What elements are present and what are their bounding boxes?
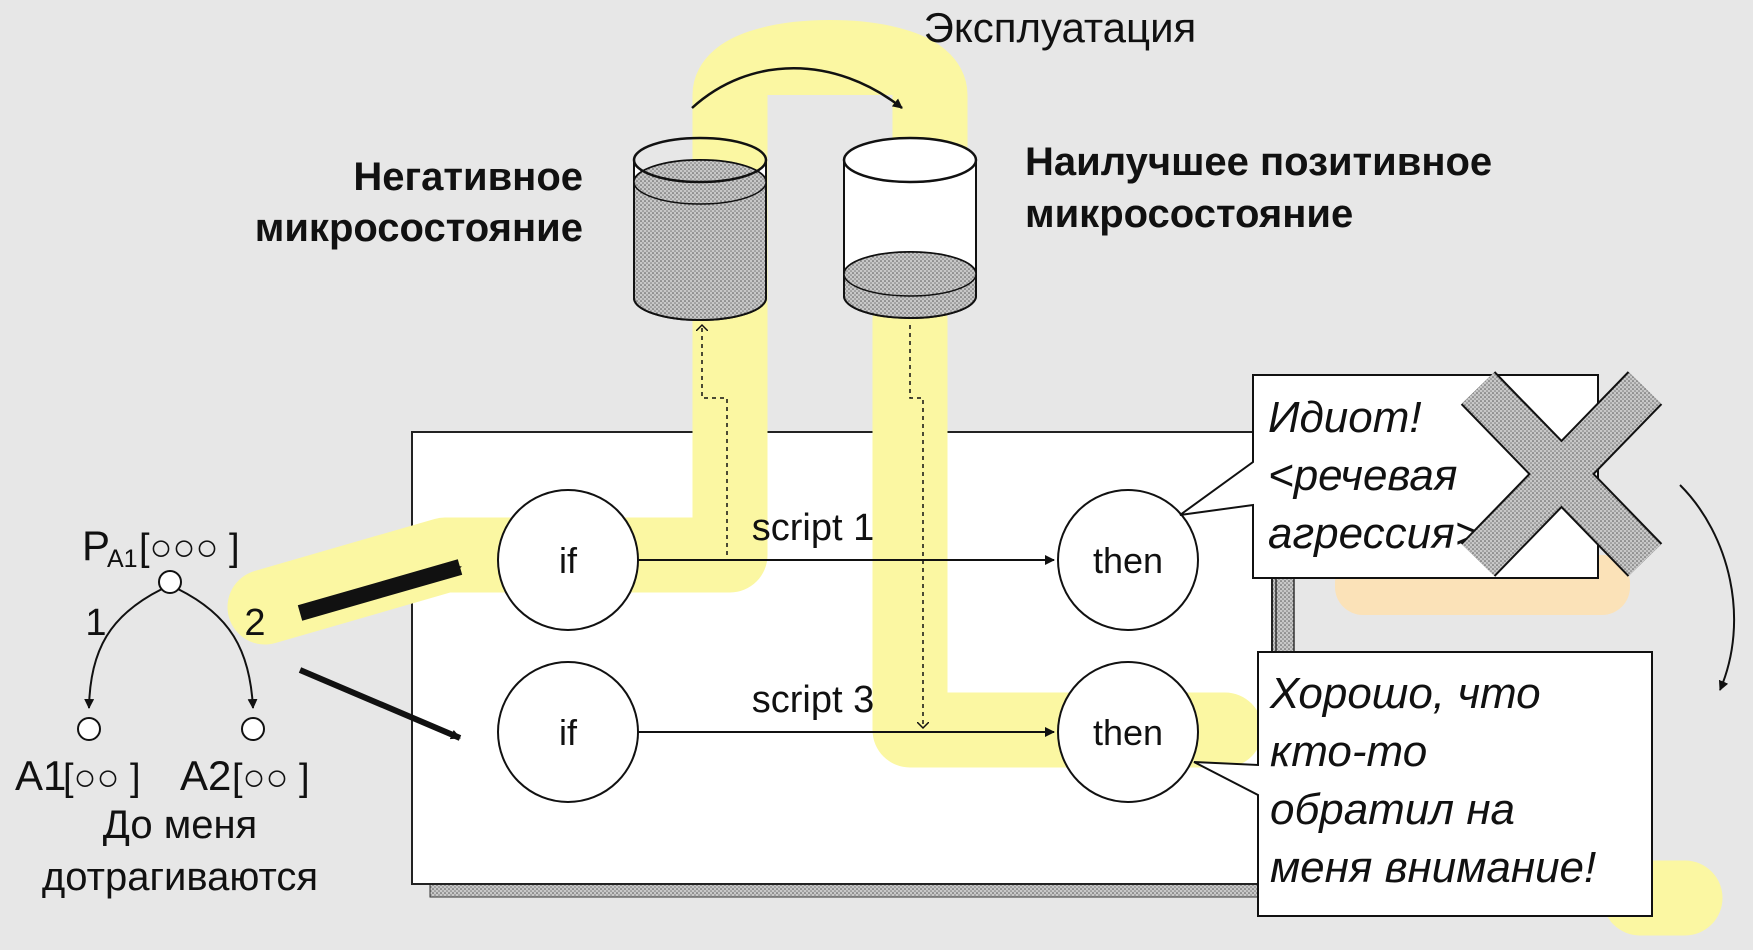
tree-branch-label-1: 1 (85, 602, 106, 644)
tree-leaf-2: A2 (180, 752, 231, 799)
negative-state-label-line1: Негативное (353, 155, 583, 199)
tree-branch-2 (177, 588, 258, 709)
negative-state-label-line2: микросостояние (255, 206, 583, 250)
exploitation-arc-arrow (691, 67, 903, 109)
tree-branch-label-2: 2 (244, 602, 265, 644)
aggression-line1: Идиот! (1268, 393, 1422, 442)
script-3: if script 3 then (497, 661, 1199, 803)
then-label-3: then (1093, 712, 1163, 753)
positive-state-label-line2: микросостояние (1025, 192, 1353, 236)
highlight-path-upper (227, 20, 968, 645)
tree-leaf-2-bracket: [○○ ] (232, 757, 310, 799)
then-node-1 (1057, 489, 1199, 631)
tree-caption-line1: До меня (103, 803, 257, 847)
positive-state-label-line1: Наилучшее позитивное (1025, 140, 1492, 184)
aggression-line2: <речевая (1268, 451, 1457, 500)
exploitation-label: Эксплуатация (924, 4, 1197, 51)
cross-out-icon (1460, 371, 1663, 577)
dotted-arrow-to-negative (702, 325, 728, 555)
tree-root-bracket: [○○○ ] (139, 527, 240, 569)
tree-leaf-1-bracket: [○○ ] (63, 757, 141, 799)
positive-line1: Хорошо, что (1269, 669, 1541, 718)
stimulus-tree: P A1 [○○○ ] 1 2 A1 [○○ ] A2 [○○ ] До мен… (15, 522, 318, 899)
script-1: if script 1 then (497, 489, 1199, 631)
script-1-label: script 1 (752, 507, 874, 549)
script-3-label: script 3 (752, 679, 874, 721)
tree-root-letter: P (82, 522, 110, 569)
negative-state-cylinder (632, 136, 768, 321)
positive-line4: меня внимание! (1270, 843, 1596, 892)
tree-leaf-1: A1 (15, 752, 66, 799)
tree-root-node (158, 570, 182, 594)
if-label-3: if (559, 712, 578, 753)
aggression-line3: агрессия> (1268, 509, 1480, 558)
transition-curve-arrow (1679, 484, 1736, 691)
speech-bubble-positive: Хорошо, что кто-то обратил на меня внима… (1193, 651, 1653, 917)
bubble-connector (1275, 574, 1295, 656)
then-label-1: then (1093, 540, 1163, 581)
tree-leaf-node-2 (241, 717, 265, 741)
arrow-to-script-3 (298, 667, 462, 741)
thick-arrow-to-script-1 (297, 559, 463, 621)
positive-line3: обратил на (1270, 785, 1515, 834)
then-node-3 (1057, 661, 1199, 803)
tree-caption-line2: дотрагиваются (42, 855, 318, 899)
positive-state-cylinder (842, 136, 978, 319)
positive-line2: кто-то (1270, 727, 1427, 776)
tree-branch-1 (84, 588, 163, 709)
tree-leaf-node-1 (77, 717, 101, 741)
if-label-1: if (559, 540, 578, 581)
dotted-arrow-from-positive (909, 325, 923, 728)
tree-root-subscript: A1 (107, 545, 138, 573)
